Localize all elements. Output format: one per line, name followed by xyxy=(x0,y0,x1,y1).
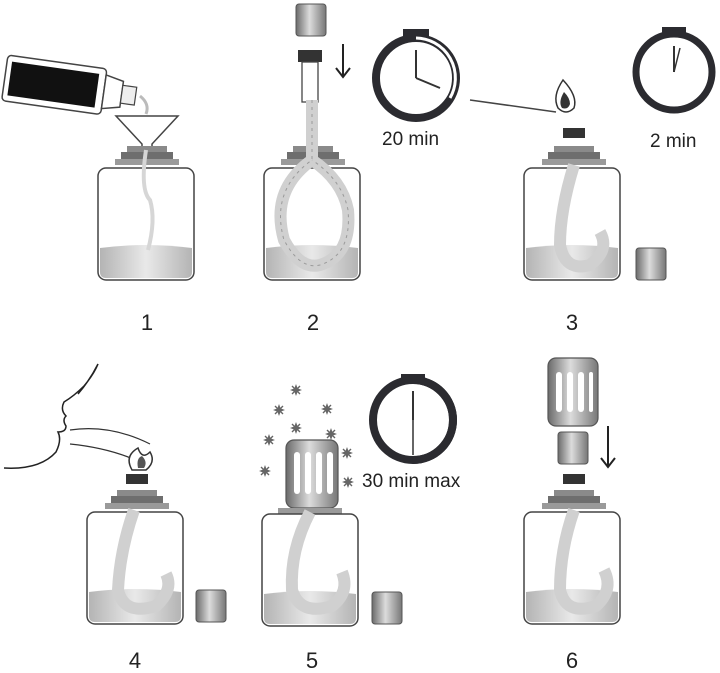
step-number-1: 1 xyxy=(141,310,153,335)
step-4-illustration xyxy=(3,363,227,625)
burner-stem xyxy=(301,61,319,103)
timer-label-30: 30 min max xyxy=(362,471,461,492)
wick-braid xyxy=(553,508,614,615)
step-number-2: 2 xyxy=(307,310,319,335)
down-arrow-icon xyxy=(600,426,616,469)
wick-braid xyxy=(553,163,610,273)
cap-icon xyxy=(195,589,227,623)
lamp-diffuser-icon xyxy=(285,439,339,509)
step-2-illustration xyxy=(263,3,361,281)
step-5-illustration xyxy=(258,383,403,627)
cap-icon xyxy=(635,247,667,281)
match-flame-icon xyxy=(555,78,576,113)
wick-braid xyxy=(285,509,351,615)
step-number-6: 6 xyxy=(566,648,578,673)
step-3-illustration xyxy=(469,78,667,281)
face-blow-icon xyxy=(3,363,99,469)
burner-top xyxy=(298,50,322,62)
step-number-4: 4 xyxy=(129,648,141,673)
stopwatch-icon xyxy=(372,29,460,122)
timer-label-20: 20 min xyxy=(382,129,439,150)
cap-icon xyxy=(557,431,589,465)
oil-stream xyxy=(141,149,155,251)
step-number-5: 5 xyxy=(306,648,318,673)
down-arrow-icon xyxy=(335,44,351,79)
wick-braid xyxy=(111,508,175,615)
step-6-illustration xyxy=(523,357,621,625)
match-stick xyxy=(469,99,557,113)
stopwatch-icon xyxy=(632,27,716,114)
stopwatch-icon xyxy=(369,374,457,464)
pour-stream xyxy=(139,94,149,115)
timer-label-2: 2 min xyxy=(650,131,696,152)
bottle-pour-icon xyxy=(1,54,138,115)
lamp-diffuser-icon xyxy=(547,357,599,427)
step-1-illustration xyxy=(1,54,195,281)
flame-icon xyxy=(128,446,153,471)
cap-icon xyxy=(295,3,327,37)
step-number-3: 3 xyxy=(566,310,578,335)
cap-icon xyxy=(371,591,403,625)
